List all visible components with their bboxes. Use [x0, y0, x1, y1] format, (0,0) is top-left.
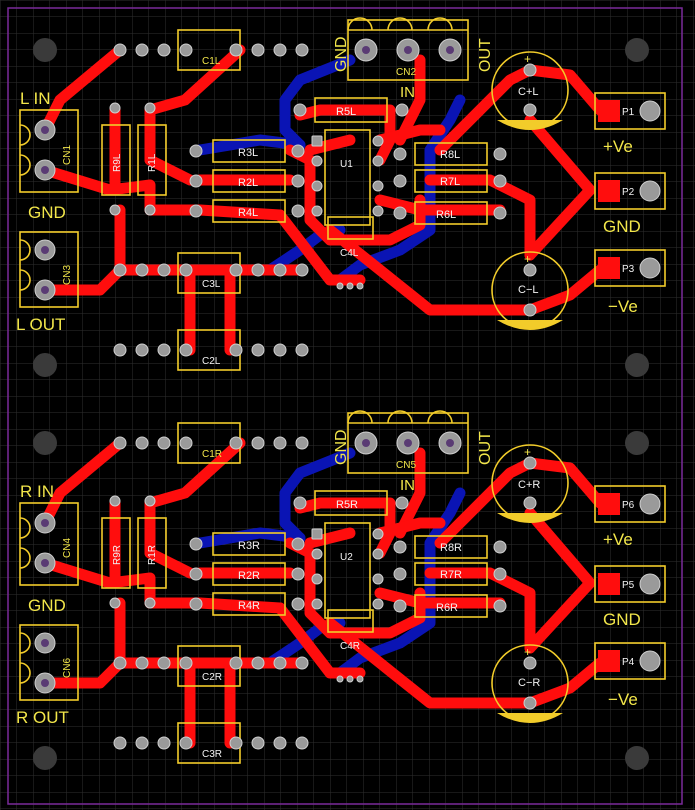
channel-right: R IN GND R OUT CN4 CN6 R9R R1R C1R C2R C…	[16, 411, 665, 770]
r3-label: R3L	[238, 147, 258, 159]
reg-gnd-label: GND	[333, 36, 350, 72]
r8-label: R8L	[440, 149, 460, 161]
pos-cap-plus: +	[524, 52, 531, 66]
neg-cap-plus: +	[524, 252, 531, 266]
port-pos-ref: P6	[622, 500, 635, 511]
r9-label: R9R	[112, 545, 123, 565]
pos-cap-plus: +	[524, 445, 531, 459]
r6-label: R6R	[436, 602, 458, 614]
reg-connector-ref: CN2	[396, 67, 416, 78]
port-pos-ref: P1	[622, 107, 635, 118]
cap-bottom-label: C3R	[202, 749, 222, 760]
label-in: R IN	[20, 482, 54, 501]
r4-label: R4R	[238, 600, 260, 612]
cap-top-label: C1L	[202, 56, 221, 67]
cap-bottom-label: C2L	[202, 356, 221, 367]
rail-gnd-label: GND	[603, 217, 641, 236]
pos-cap-label: C+R	[518, 479, 540, 491]
rail-pos-label: +Ve	[603, 137, 633, 156]
reg-out-label: OUT	[477, 431, 494, 465]
neg-cap-label: C−L	[518, 284, 539, 296]
neg-cap-label: C−R	[518, 677, 540, 689]
reg-gnd-label: GND	[333, 429, 350, 465]
r5-label: R5L	[336, 106, 356, 118]
ic-label: U2	[340, 552, 353, 563]
reg-out-label: OUT	[477, 38, 494, 72]
ic-label: U1	[340, 159, 353, 170]
reg-in-label: IN	[400, 477, 415, 494]
out-connector-ref: CN6	[62, 658, 73, 678]
r7-label: R7L	[440, 176, 460, 188]
label-gnd: GND	[28, 203, 66, 222]
r6-label: R6L	[436, 209, 456, 221]
r1-label: R1L	[147, 153, 158, 172]
c4-label: C4R	[340, 641, 360, 652]
cap-top-label: C1R	[202, 449, 222, 460]
port-neg-ref: P4	[622, 657, 635, 668]
port-neg-ref: P3	[622, 264, 635, 275]
r1-label: R1R	[147, 545, 158, 565]
neg-cap-plus: +	[524, 645, 531, 659]
r4-label: R4L	[238, 207, 258, 219]
rail-neg-label: −Ve	[608, 690, 638, 709]
cap-mid-label: C3L	[202, 279, 221, 290]
cap-mid-label: C2R	[202, 672, 222, 683]
reg-in-label: IN	[400, 84, 415, 101]
r2-label: R2L	[238, 177, 258, 189]
label-in: L IN	[20, 89, 51, 108]
label-gnd: GND	[28, 596, 66, 615]
channel-left: L IN GND L OUT CN1 CN3 R9L R1L C1L C3L C…	[16, 18, 665, 377]
in-connector-ref: CN4	[62, 538, 73, 558]
r7-label: R7R	[440, 569, 462, 581]
c4-label: C4L	[340, 248, 359, 259]
label-out: L OUT	[16, 315, 65, 334]
r9-label: R9L	[112, 153, 123, 172]
rail-neg-label: −Ve	[608, 297, 638, 316]
rail-gnd-label: GND	[603, 610, 641, 629]
in-connector-ref: CN1	[62, 145, 73, 165]
pos-cap-label: C+L	[518, 86, 539, 98]
port-gnd-ref: P2	[622, 187, 635, 198]
reg-connector-ref: CN5	[396, 460, 416, 471]
r2-label: R2R	[238, 570, 260, 582]
r5-label: R5R	[336, 499, 358, 511]
port-gnd-ref: P5	[622, 580, 635, 591]
out-connector-ref: CN3	[62, 265, 73, 285]
rail-pos-label: +Ve	[603, 530, 633, 549]
r3-label: R3R	[238, 540, 260, 552]
r8-label: R8R	[440, 542, 462, 554]
label-out: R OUT	[16, 708, 69, 727]
